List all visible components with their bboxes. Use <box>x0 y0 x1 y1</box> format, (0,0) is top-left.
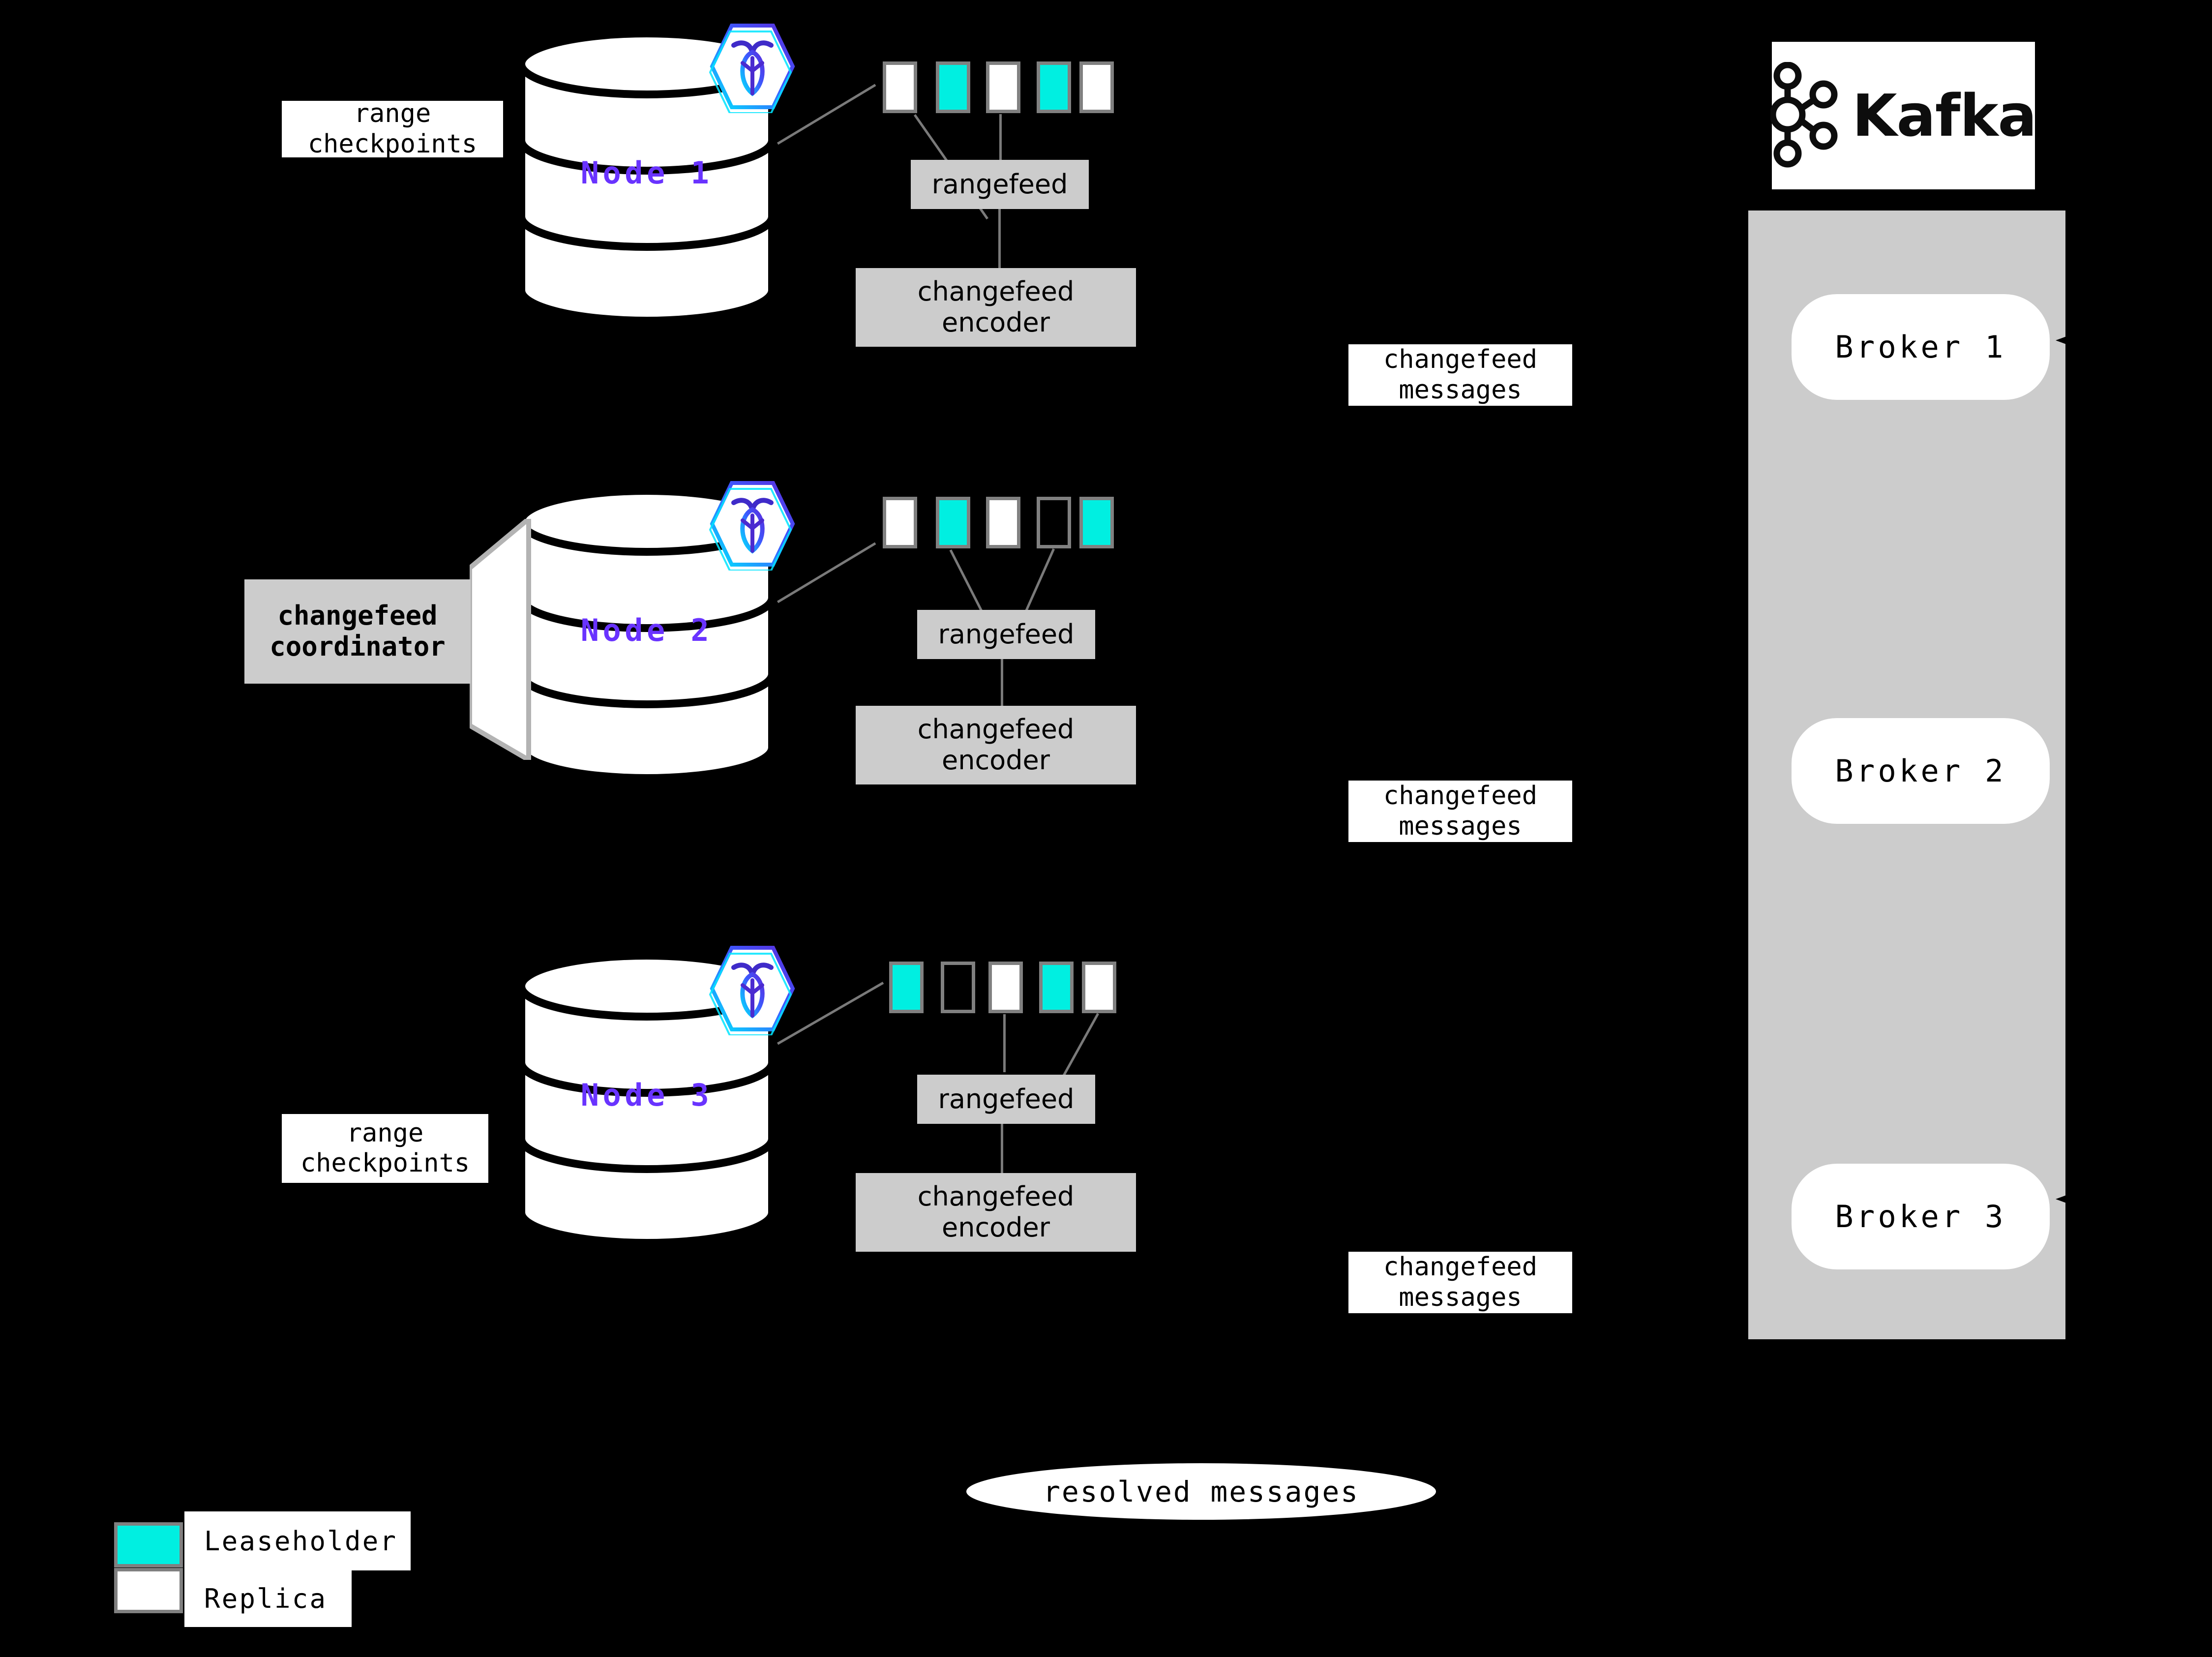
node-2-range-3[interactable] <box>986 497 1020 548</box>
kafka-logo: Kafka <box>1769 42 2037 189</box>
node-1-changefeed-encoder-box[interactable]: changefeed encoder <box>856 268 1136 347</box>
kafka-wordmark: Kafka <box>1852 82 2037 150</box>
coordinator-line-1: changefeed <box>277 600 438 632</box>
node-3-range-checkpoints-label: range checkpoints <box>282 1114 488 1183</box>
changefeed-messages-label-3: changefeed messages <box>1348 1252 1572 1313</box>
node-2-range-1[interactable] <box>883 497 917 548</box>
rangefeed-label: rangefeed <box>938 1083 1075 1115</box>
checkpoint-line-2: checkpoints <box>307 129 478 158</box>
node-3-range-5[interactable] <box>1082 962 1116 1013</box>
node-2-range-5[interactable] <box>1079 497 1114 548</box>
broker-label: Broker 3 <box>1835 1199 2006 1235</box>
kafka-broker-panel: Broker 1 Broker 2 Broker 3 <box>1748 211 2065 1339</box>
node-3-range-2[interactable] <box>941 962 975 1013</box>
node-1-rangefeed-box[interactable]: rangefeed <box>911 160 1089 209</box>
cylinder-shape <box>517 487 776 782</box>
resolved-messages-pill: resolved messages <box>966 1463 1436 1520</box>
node-1-range-3[interactable] <box>986 61 1020 113</box>
message-line-1: changefeed <box>1383 1252 1538 1282</box>
node-3-range-1[interactable] <box>889 962 924 1013</box>
node-3-range3-to-rangefeed-connector <box>1003 1014 1006 1072</box>
broker-1-inbound-arrow-icon <box>2056 331 2075 350</box>
node-2-rangefeed-box[interactable]: rangefeed <box>917 610 1095 659</box>
node-1-range-5[interactable] <box>1079 61 1114 113</box>
node-3-range-4[interactable] <box>1039 962 1074 1013</box>
checkpoint-line-1: range <box>346 1118 424 1148</box>
node-3-changefeed-encoder-box[interactable]: changefeed encoder <box>856 1173 1136 1252</box>
node-1-range-1[interactable] <box>883 61 917 113</box>
broker-1[interactable]: Broker 1 <box>1792 294 2050 400</box>
message-line-1: changefeed <box>1383 781 1538 811</box>
coordinator-line-2: coordinator <box>269 631 446 662</box>
legend-label-replica: Replica <box>184 1570 352 1627</box>
node-1-rangefeed-to-encoder-connector <box>998 209 1001 275</box>
message-line-2: messages <box>1399 811 1522 841</box>
node-2-changefeed-encoder-box[interactable]: changefeed encoder <box>856 706 1136 784</box>
broker-2[interactable]: Broker 2 <box>1792 718 2050 824</box>
node-1-range-checkpoints-label: range checkpoints <box>282 101 503 157</box>
encoder-line-2: encoder <box>942 1212 1050 1243</box>
node-2-range-2[interactable] <box>936 497 970 548</box>
legend-label-leaseholder: Leaseholder <box>184 1511 411 1570</box>
legend-swatch-replica <box>114 1568 183 1613</box>
cylinder-shape <box>517 30 776 325</box>
node-3-range-3[interactable] <box>988 962 1023 1013</box>
message-line-1: changefeed <box>1383 345 1538 375</box>
cockroachdb-hexagon-icon <box>708 477 797 572</box>
encoder-line-1: changefeed <box>917 714 1075 745</box>
message-line-2: messages <box>1399 375 1522 405</box>
broker-label: Broker 1 <box>1835 329 2006 365</box>
changefeed-messages-label-2: changefeed messages <box>1348 781 1572 842</box>
encoder-line-2: encoder <box>942 307 1050 338</box>
broker-3[interactable]: Broker 3 <box>1792 1164 2050 1269</box>
coordinator-callout-arrow <box>467 513 558 764</box>
resolved-messages-label: resolved messages <box>1043 1475 1359 1508</box>
node-1-range-2[interactable] <box>936 61 970 113</box>
checkpoint-line-2: checkpoints <box>300 1148 470 1178</box>
message-line-2: messages <box>1399 1282 1522 1312</box>
encoder-line-1: changefeed <box>917 1181 1075 1212</box>
changefeed-coordinator-box[interactable]: changefeed coordinator <box>244 579 471 684</box>
changefeed-messages-label-1: changefeed messages <box>1348 344 1572 406</box>
encoder-line-2: encoder <box>942 745 1050 776</box>
node-2-range-4[interactable] <box>1037 497 1071 548</box>
legend-swatch-leaseholder <box>114 1522 183 1567</box>
rangefeed-label: rangefeed <box>938 618 1075 650</box>
checkpoint-line-1: range <box>354 101 431 129</box>
encoder-line-1: changefeed <box>917 276 1075 307</box>
cylinder-shape <box>517 952 776 1247</box>
cockroachdb-hexagon-icon <box>708 20 797 114</box>
node-1-range-4[interactable] <box>1037 61 1071 113</box>
node-3-rangefeed-box[interactable]: rangefeed <box>917 1075 1095 1124</box>
broker-3-inbound-arrow-icon <box>2056 1189 2075 1209</box>
kafka-nodes-icon <box>1769 61 1843 170</box>
rangefeed-label: rangefeed <box>931 168 1068 200</box>
broker-label: Broker 2 <box>1835 753 2006 789</box>
cockroachdb-hexagon-icon <box>708 942 797 1036</box>
